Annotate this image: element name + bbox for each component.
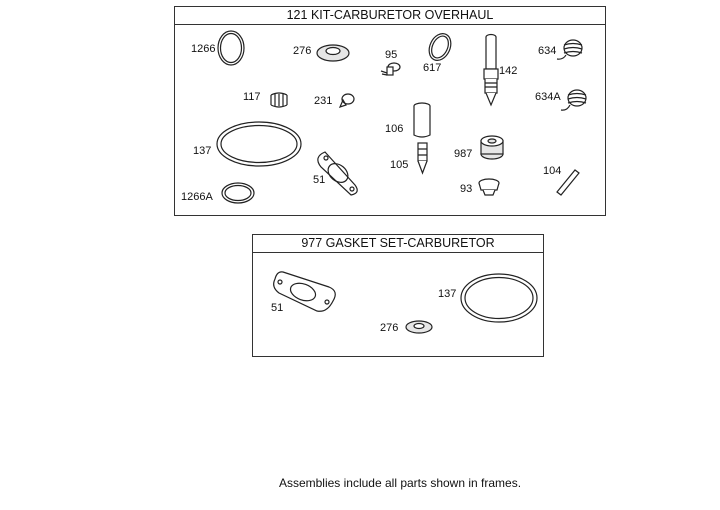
gasket-label-137: 137 <box>438 288 457 300</box>
part-95-screw <box>380 62 401 76</box>
part-1266a-oring <box>221 182 255 204</box>
label-276: 276 <box>293 45 312 57</box>
gasket-label-51: 51 <box>271 302 284 314</box>
gasket-frame-title: 977 GASKET SET-CARBURETOR <box>253 235 543 253</box>
label-95: 95 <box>385 49 398 61</box>
part-137-gasket-ring <box>216 121 302 167</box>
kit-frame-title: 121 KIT-CARBURETOR OVERHAUL <box>175 7 605 25</box>
label-1266: 1266 <box>191 43 216 55</box>
label-106: 106 <box>385 123 404 135</box>
label-51: 51 <box>313 174 326 186</box>
part-51-flange-gasket <box>317 151 358 196</box>
part-117-spring <box>270 92 288 108</box>
label-142: 142 <box>499 65 518 77</box>
gasket-parts-illustration <box>273 271 538 334</box>
gasket-set-carburetor-frame: 977 GASKET SET-CARBURETOR 51 137 276 <box>252 234 544 357</box>
assemblies-footnote: Assemblies include all parts shown in fr… <box>278 476 522 490</box>
label-987: 987 <box>454 148 473 160</box>
gasket-part-276-washer <box>405 320 433 334</box>
part-104-pin <box>556 169 580 196</box>
label-231: 231 <box>314 95 333 107</box>
part-106-float <box>413 102 431 138</box>
gasket-label-276: 276 <box>380 322 399 334</box>
part-987-bushing <box>480 135 504 160</box>
label-137: 137 <box>193 145 212 157</box>
part-634-spring <box>556 39 583 60</box>
label-104: 104 <box>543 165 562 177</box>
part-142-tube <box>483 33 499 107</box>
kit-carburetor-overhaul-frame: 121 KIT-CARBURETOR OVERHAUL <box>174 6 606 216</box>
part-105-needle <box>417 142 428 175</box>
part-634a-spring <box>560 89 587 111</box>
kit-parts-illustration <box>216 30 587 204</box>
gasket-part-137-ring <box>460 273 538 323</box>
label-617: 617 <box>423 62 442 74</box>
label-634a: 634A <box>535 91 561 103</box>
label-117: 117 <box>243 91 261 103</box>
part-276-washer <box>316 44 350 62</box>
gasket-part-51-flange <box>273 271 336 312</box>
label-93: 93 <box>460 183 473 195</box>
part-231-screw <box>338 93 355 108</box>
part-617-oring <box>428 33 452 61</box>
part-1266-oring <box>217 30 245 66</box>
label-1266a: 1266A <box>181 191 213 203</box>
label-105: 105 <box>390 159 409 171</box>
label-634: 634 <box>538 45 557 57</box>
part-93-bolt <box>478 178 500 196</box>
